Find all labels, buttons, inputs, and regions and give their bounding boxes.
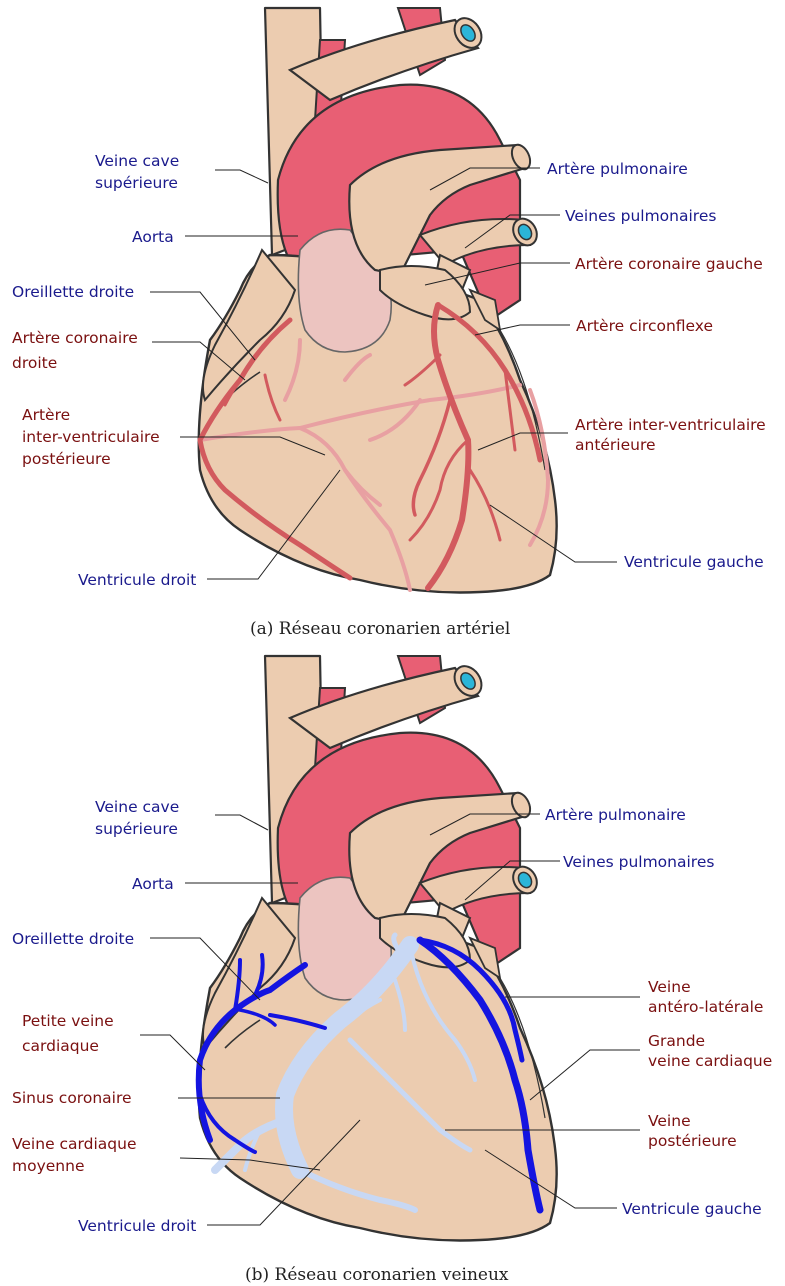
label-gvc-b: Grande xyxy=(648,1032,705,1050)
label-val-b: Veine xyxy=(648,978,691,996)
panel-a-arterial: Veine cave supérieure Aorta Oreillette d… xyxy=(12,8,766,639)
label-aivp-a: Artère xyxy=(22,406,70,424)
label-acg-a: Artère coronaire gauche xyxy=(575,255,763,273)
label-acd-a-2: droite xyxy=(12,354,57,372)
label-gvc-b-2: veine cardiaque xyxy=(648,1052,772,1070)
label-veine-cave-a-2: supérieure xyxy=(95,174,178,192)
label-aorta-a: Aorta xyxy=(132,228,174,246)
label-vd-b: Ventricule droit xyxy=(78,1217,196,1235)
label-vcm-b-2: moyenne xyxy=(12,1157,84,1175)
label-petite-veine-b-2: cardiaque xyxy=(22,1037,99,1055)
label-circ-a: Artère circonflexe xyxy=(576,317,713,335)
label-vcm-b: Veine cardiaque xyxy=(12,1135,137,1153)
label-aiva-a: Artère inter-ventriculaire xyxy=(575,416,766,434)
label-petite-veine-b: Petite veine xyxy=(22,1012,114,1030)
label-vd-a: Ventricule droit xyxy=(78,571,196,589)
caption-a: (a) Réseau coronarien artériel xyxy=(250,619,510,639)
label-acd-a: Artère coronaire xyxy=(12,329,138,347)
label-vp-a: Veines pulmonaires xyxy=(565,207,716,225)
label-val-b-2: antéro-latérale xyxy=(648,998,763,1016)
label-ap-a: Artère pulmonaire xyxy=(547,160,688,178)
label-ap-b: Artère pulmonaire xyxy=(545,806,686,824)
label-vp-b: Veines pulmonaires xyxy=(563,853,714,871)
label-oreillette-b: Oreillette droite xyxy=(12,930,134,948)
label-aivp-a-3: postérieure xyxy=(22,450,111,468)
panel-b-venous: Veine cave supérieure Aorta Oreillette d… xyxy=(12,656,772,1285)
label-vpost-b: Veine xyxy=(648,1112,691,1130)
label-vg-a: Ventricule gauche xyxy=(624,553,764,571)
caption-b: (b) Réseau coronarien veineux xyxy=(245,1265,509,1285)
label-sinus-b: Sinus coronaire xyxy=(12,1089,132,1107)
label-vpost-b-2: postérieure xyxy=(648,1132,737,1150)
label-veine-cave-b-2: supérieure xyxy=(95,820,178,838)
label-aivp-a-2: inter-ventriculaire xyxy=(22,428,160,446)
label-aorta-b: Aorta xyxy=(132,875,174,893)
label-veine-cave-b: Veine cave xyxy=(95,798,179,816)
label-oreillette-a: Oreillette droite xyxy=(12,283,134,301)
label-aiva-a-2: antérieure xyxy=(575,436,656,454)
label-vg-b: Ventricule gauche xyxy=(622,1200,762,1218)
label-veine-cave-a: Veine cave xyxy=(95,152,179,170)
